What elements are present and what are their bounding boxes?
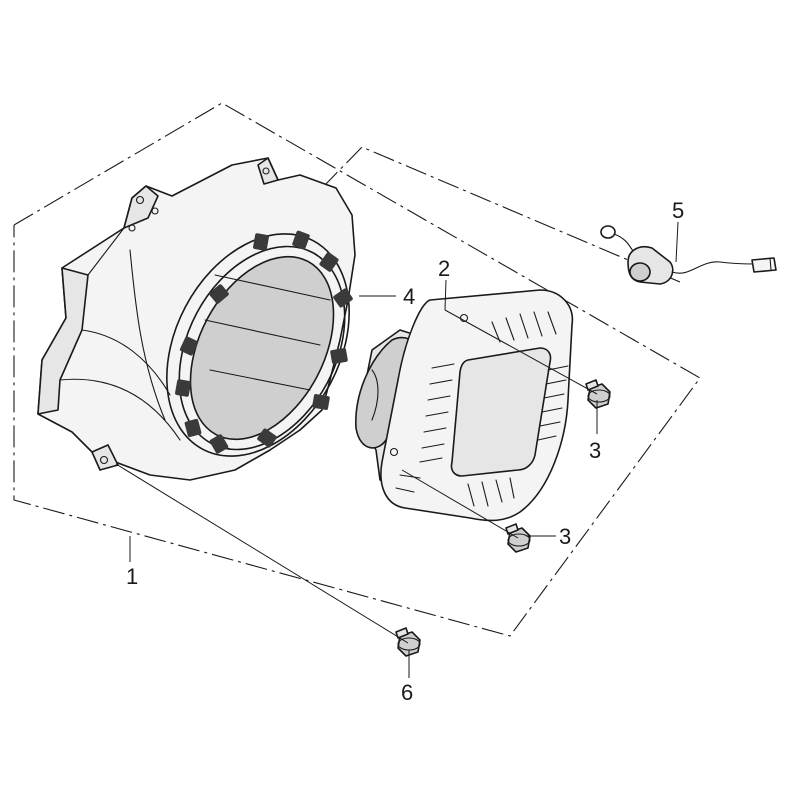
stop-switch — [600, 225, 777, 285]
recoil-starter-assembly-boundary — [321, 146, 681, 283]
callout-part-4: 4 — [403, 284, 415, 309]
recoil-starter — [355, 289, 574, 522]
callout-part-3-upper: 3 — [589, 438, 601, 463]
fan-cover-housing — [37, 157, 356, 481]
starter-vent-slots — [395, 311, 569, 507]
callout-part-1: 1 — [126, 564, 138, 589]
callout-part-6: 6 — [401, 680, 413, 705]
ring-seal — [175, 230, 353, 454]
callout-part-5: 5 — [672, 198, 684, 223]
flange-bolt-lower — [505, 523, 531, 553]
flange-bolt-bottom — [395, 627, 421, 657]
callout-part-2: 2 — [438, 256, 450, 281]
fan-cover-assembly-boundary — [13, 102, 701, 637]
flange-bolt-upper — [585, 379, 611, 409]
leader-lines — [115, 221, 679, 678]
callout-part-3-lower: 3 — [559, 524, 571, 549]
